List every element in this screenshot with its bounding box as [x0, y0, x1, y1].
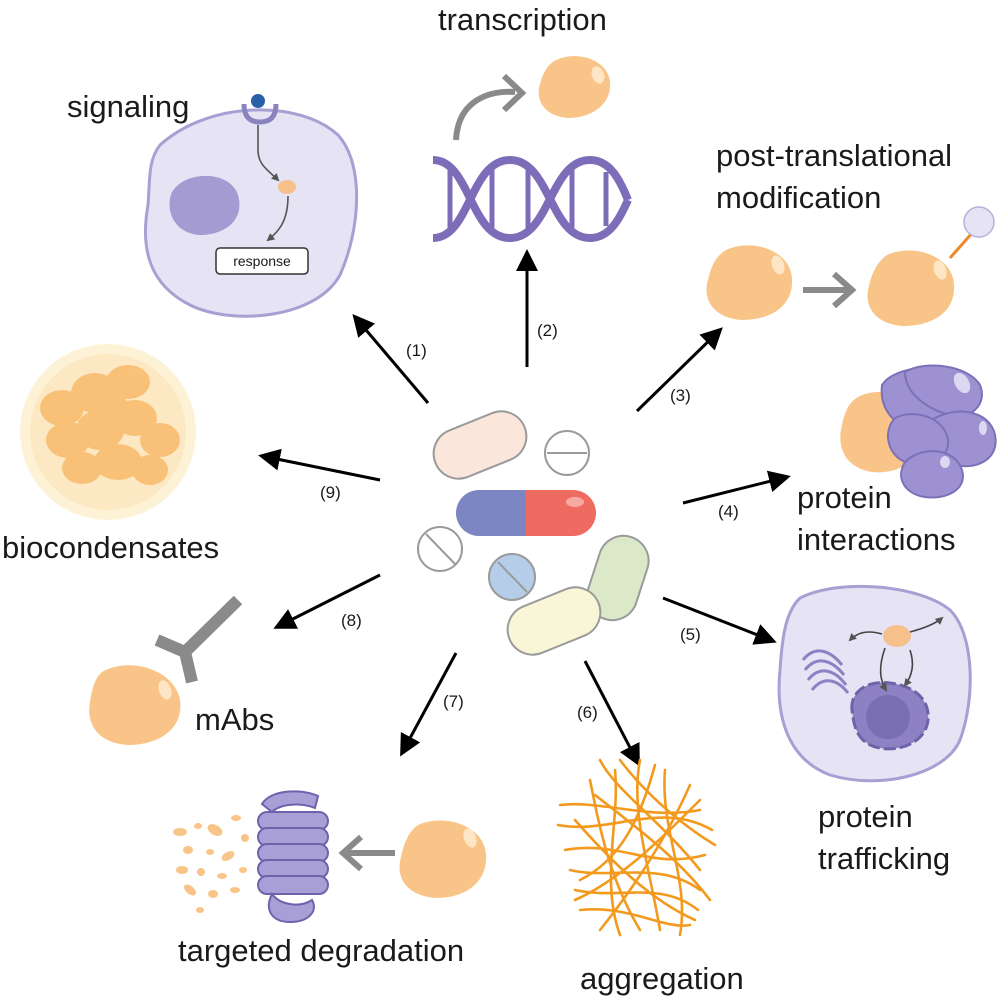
degradation-panel [173, 791, 486, 922]
antigen-protein [89, 665, 180, 745]
ligand [251, 94, 265, 108]
step-7-label: (7) [443, 692, 464, 711]
drug-cluster [418, 404, 655, 662]
interactions-panel [840, 366, 995, 498]
trafficking-panel [779, 586, 970, 780]
signaling-label: signaling [67, 89, 189, 124]
arrow-4 [683, 477, 787, 503]
proteasome [258, 791, 328, 922]
transcribed-protein [539, 56, 610, 118]
transcription-panel [433, 56, 628, 238]
trafficking-label-1: protein [818, 799, 913, 834]
capsule-blue-red [456, 490, 596, 536]
step-3-label: (3) [670, 386, 691, 405]
transcription-arrow [456, 92, 515, 140]
aggregation-fibers [558, 760, 715, 935]
step-8-label: (8) [341, 611, 362, 630]
step-1-label: (1) [406, 341, 427, 360]
signaling-panel: response [145, 94, 356, 316]
interactions-label-1: protein [797, 480, 892, 515]
nucleus [170, 176, 240, 235]
degradation-label: targeted degradation [178, 933, 464, 968]
step-6-label: (6) [577, 703, 598, 722]
nucleus-trafficking [866, 695, 910, 739]
trafficking-label-2: trafficking [818, 841, 950, 876]
mabs-label: mAbs [195, 702, 274, 737]
arrow-9 [262, 456, 380, 480]
ptm-panel [706, 207, 994, 326]
step-4-label: (4) [718, 502, 739, 521]
modification-group [964, 207, 994, 237]
pill-peach [426, 404, 534, 486]
aggregation-label: aggregation [580, 961, 744, 996]
protein-unmodified [706, 245, 792, 320]
trafficking-protein [883, 625, 911, 647]
transcription-label: transcription [438, 2, 607, 37]
step-5-label: (5) [680, 625, 701, 644]
step-9-label: (9) [320, 483, 341, 502]
peptide-fragments [173, 815, 249, 913]
response-label: response [233, 253, 291, 269]
ptm-label-2: modification [716, 180, 881, 215]
ptm-label-1: post-translational [716, 138, 952, 173]
interactions-label-2: interactions [797, 522, 956, 557]
signal-protein [278, 180, 296, 194]
biocondensates-label: biocondensates [2, 530, 219, 565]
protein-complex [882, 366, 996, 498]
antibody [157, 600, 238, 652]
arrow-1 [355, 317, 428, 403]
step-2-label: (2) [537, 321, 558, 340]
biocondensate-panel [20, 344, 196, 520]
arrow-8 [277, 575, 380, 627]
